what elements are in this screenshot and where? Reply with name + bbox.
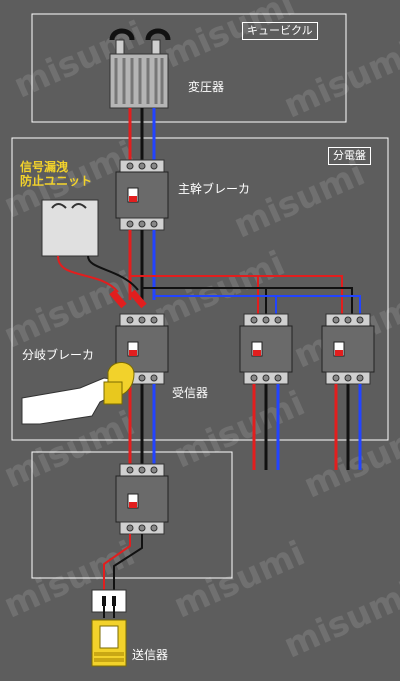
- label-branch-breaker: 分岐ブレーカ: [22, 348, 95, 362]
- label-cubicle: キュービクル: [242, 22, 318, 40]
- panel-frame: [11, 137, 389, 441]
- lower-breaker-icon: [115, 463, 169, 535]
- label-transmitter: 送信器: [132, 648, 169, 662]
- main-breaker-icon: [115, 159, 169, 231]
- transformer-icon: [109, 28, 171, 109]
- label-panel: 分電盤: [328, 147, 371, 165]
- branch-breaker-icon: [239, 313, 293, 385]
- label-transformer: 変圧器: [188, 80, 225, 94]
- transmitter-icon: [91, 619, 127, 667]
- branch-breaker-icon: [115, 313, 169, 385]
- cubicle-frame: [31, 13, 347, 123]
- label-ground-unit: 信号漏洩 防止ユニット: [20, 160, 93, 188]
- label-receiver: 受信器: [172, 386, 209, 400]
- ground-unit-icon: [41, 199, 99, 257]
- lower-frame: [31, 451, 233, 579]
- branch-breaker-icon: [321, 313, 375, 385]
- label-main-breaker: 主幹ブレーカ: [178, 182, 251, 196]
- outlet-icon: [91, 589, 127, 618]
- hand-clamp-icon: [21, 362, 135, 425]
